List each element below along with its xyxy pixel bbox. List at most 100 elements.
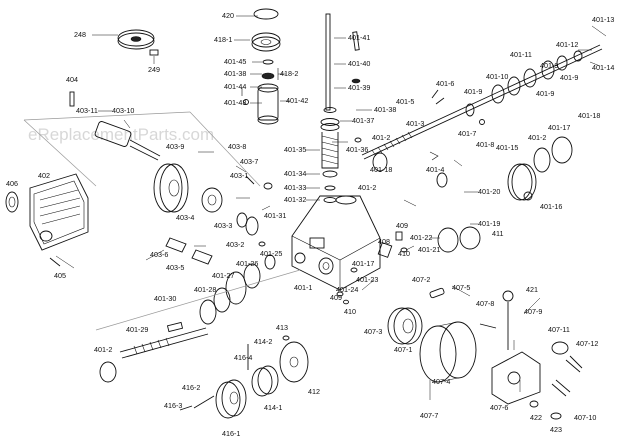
callout-401-26: 401-26	[236, 259, 258, 268]
callout-401-1: 401-1	[294, 283, 312, 292]
callout-403-4: 403-4	[176, 213, 194, 222]
callout-403-2: 403-2	[226, 240, 244, 249]
callout-408: 408	[378, 237, 390, 246]
callout-403-5: 403-5	[166, 263, 184, 272]
pulley-248	[117, 29, 159, 56]
callout-401-13: 401-13	[592, 15, 614, 24]
callout-401-22: 401-22	[410, 233, 432, 242]
callout-407-7: 407-7	[420, 411, 438, 420]
callout-401-4: 401-4	[426, 165, 444, 174]
callout-401-36: 401-36	[346, 145, 368, 154]
vertical-spindle	[320, 13, 362, 203]
callout-407-2: 407-2	[412, 275, 430, 284]
callout-407-4: 407-4	[432, 377, 450, 386]
callout-403-3: 403-3	[214, 221, 232, 230]
callout-401-37: 401-37	[352, 116, 374, 125]
callout-403-6: 403-6	[150, 250, 168, 259]
callout-407-10: 407-10	[574, 413, 596, 422]
callout-401-9-b: 401-9	[560, 73, 578, 82]
callout-249: 249	[148, 65, 160, 74]
callout-407-1: 407-1	[394, 345, 412, 354]
callout-401-9-a: 401-9	[540, 61, 558, 70]
callout-403-7: 403-7	[240, 157, 258, 166]
callout-401-28: 401-28	[194, 285, 216, 294]
apron-assembly-407	[387, 287, 583, 420]
callout-407-9: 407-9	[524, 307, 542, 316]
callout-401-25: 401-25	[260, 249, 282, 258]
callout-401-31: 401-31	[264, 211, 286, 220]
callout-labels: 248 249 420 418-1 401-45 401-38 418-2 40…	[6, 11, 614, 438]
callout-403-10: 403-10	[112, 106, 134, 115]
callout-401-23: 401-23	[356, 275, 378, 284]
callout-401-9-d: 401-9	[464, 87, 482, 96]
callout-420: 420	[222, 11, 234, 20]
callout-401-16: 401-16	[540, 202, 562, 211]
callout-401-40: 401-40	[348, 59, 370, 68]
callout-401-17-a: 401-17	[548, 123, 570, 132]
callout-418-1: 418-1	[214, 35, 232, 44]
callout-403-8: 403-8	[228, 142, 246, 151]
callout-401-38-upper: 401-38	[224, 69, 246, 78]
callout-423: 423	[550, 425, 562, 434]
callout-401-24: 401-24	[336, 285, 358, 294]
clutch-parts-403	[165, 175, 273, 265]
callout-402: 402	[38, 171, 50, 180]
callout-401-42: 401-42	[286, 96, 308, 105]
callout-401-5-upper: 401-5	[396, 97, 414, 106]
spindle-pulley-stack	[241, 8, 281, 125]
small-fasteners-mid	[336, 226, 481, 305]
callout-401-19: 401-19	[478, 219, 500, 228]
callout-401-11: 401-11	[510, 50, 532, 59]
callout-401-44: 401-44	[224, 82, 246, 91]
cover-plate-402	[5, 173, 89, 267]
callout-416-1: 416-1	[222, 429, 240, 438]
callout-406: 406	[6, 179, 18, 188]
worm-shaft	[95, 269, 301, 383]
callout-401-45: 401-45	[224, 57, 246, 66]
callout-401-29: 401-29	[126, 325, 148, 334]
callout-401-41: 401-41	[348, 33, 370, 42]
callout-413: 413	[276, 323, 288, 332]
callout-409-b: 409	[330, 293, 342, 302]
callout-401-7: 401-7	[458, 129, 476, 138]
callout-403-11: 403-11	[76, 106, 98, 115]
callout-411: 411	[492, 229, 503, 238]
gear-stack-401	[199, 254, 276, 325]
callout-401-30: 401-30	[154, 294, 176, 303]
callout-407-12: 407-12	[576, 339, 598, 348]
callout-401-9-c: 401-9	[536, 89, 554, 98]
input-shaft-assembly	[23, 91, 261, 213]
handwheel-assembly	[179, 335, 309, 419]
feed-shaft-assembly	[361, 44, 603, 172]
callout-401-6: 401-6	[436, 79, 454, 88]
callout-414-1: 414-1	[264, 403, 282, 412]
callout-403-9: 403-9	[166, 142, 184, 151]
callout-401-18-a: 401-18	[370, 165, 392, 174]
callout-401-2-a: 401-2	[372, 133, 390, 142]
callout-401-17-b: 401-17	[352, 259, 374, 268]
leader-lines	[55, 15, 607, 400]
callout-410-b: 410	[344, 307, 356, 316]
callout-401-2-b: 401-2	[528, 133, 546, 142]
callout-401-38-lower: 401-38	[374, 105, 396, 114]
callout-401-20: 401-20	[478, 187, 500, 196]
callout-248: 248	[74, 30, 86, 39]
callout-401-35: 401-35	[284, 145, 306, 154]
callout-404: 404	[66, 75, 78, 84]
callout-401-32: 401-32	[284, 195, 306, 204]
callout-416-3: 416-3	[164, 401, 182, 410]
callout-401-15: 401-15	[496, 143, 518, 152]
watermark: eReplacementParts.com	[28, 125, 214, 144]
callout-401-10: 401-10	[486, 72, 508, 81]
callout-414-2: 414-2	[254, 337, 272, 346]
callout-401-12: 401-12	[556, 40, 578, 49]
callout-407-6: 407-6	[490, 403, 508, 412]
callout-407-5: 407-5	[452, 283, 470, 292]
callout-401-3: 401-3	[406, 119, 424, 128]
gear-cluster-right	[436, 136, 573, 201]
callout-401-34: 401-34	[284, 169, 306, 178]
callout-422: 422	[530, 413, 542, 422]
callout-401-21: 401-21	[418, 245, 440, 254]
callout-407-8: 407-8	[476, 299, 494, 308]
callout-401-43: 401-43	[224, 98, 246, 107]
